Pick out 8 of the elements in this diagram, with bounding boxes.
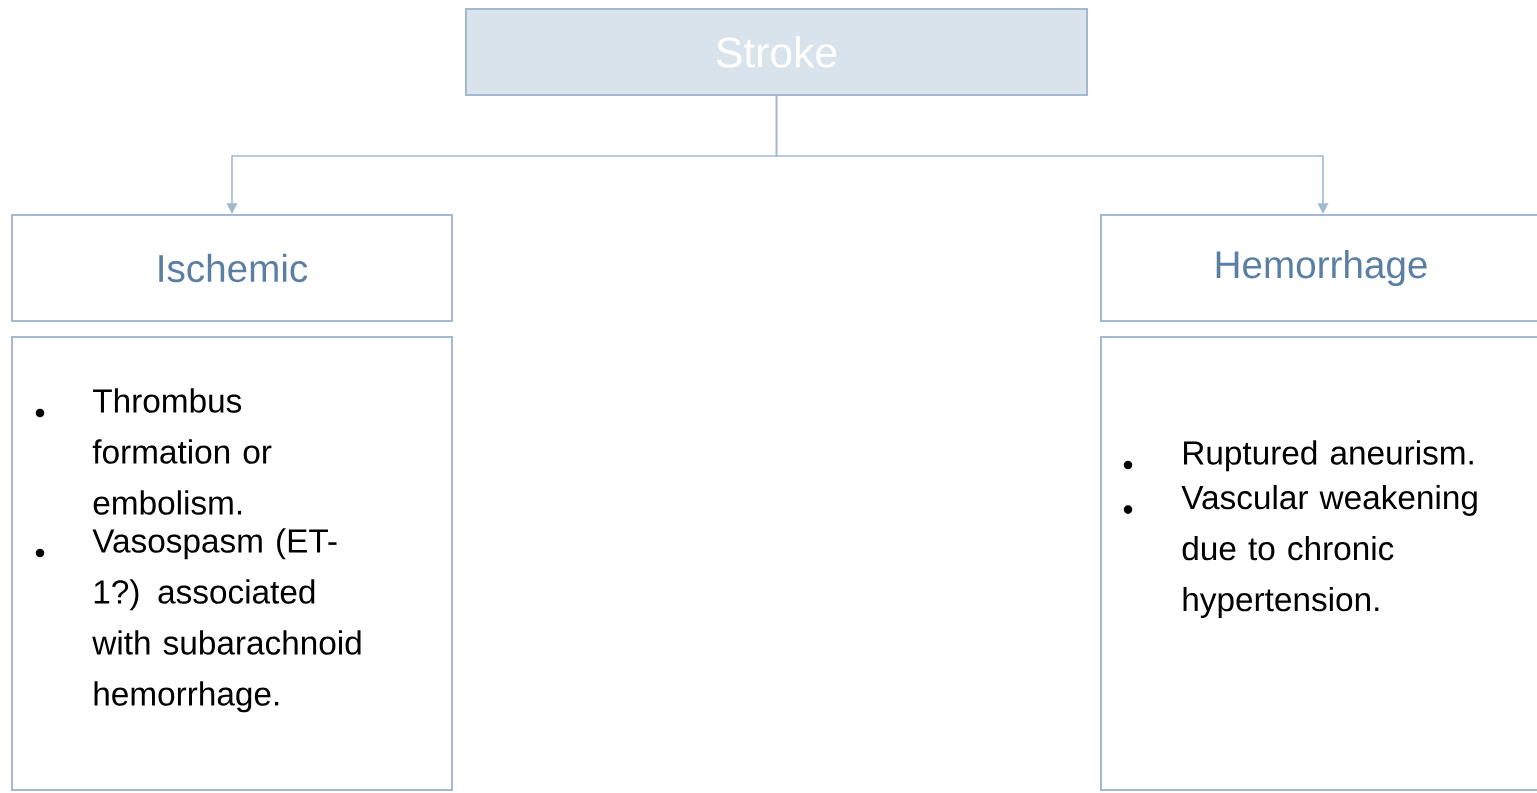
- category-box: Ischemic: [11, 214, 453, 322]
- bullet-text: Ruptured aneurism.: [1184, 440, 1473, 472]
- text-box: [11, 335, 453, 792]
- category-box: Hemorrhage: [1100, 214, 1537, 322]
- bullet-text: Vasospasm (ET-1?) associated with subarachnoid hemorrhage.: [92, 528, 361, 713]
- bullet-text: Vascular weakening due to chronic hypertension.: [1181, 484, 1477, 618]
- text-box: [1100, 335, 1537, 792]
- bullet-text: Thrombus formation or embolism.: [92, 388, 272, 515]
